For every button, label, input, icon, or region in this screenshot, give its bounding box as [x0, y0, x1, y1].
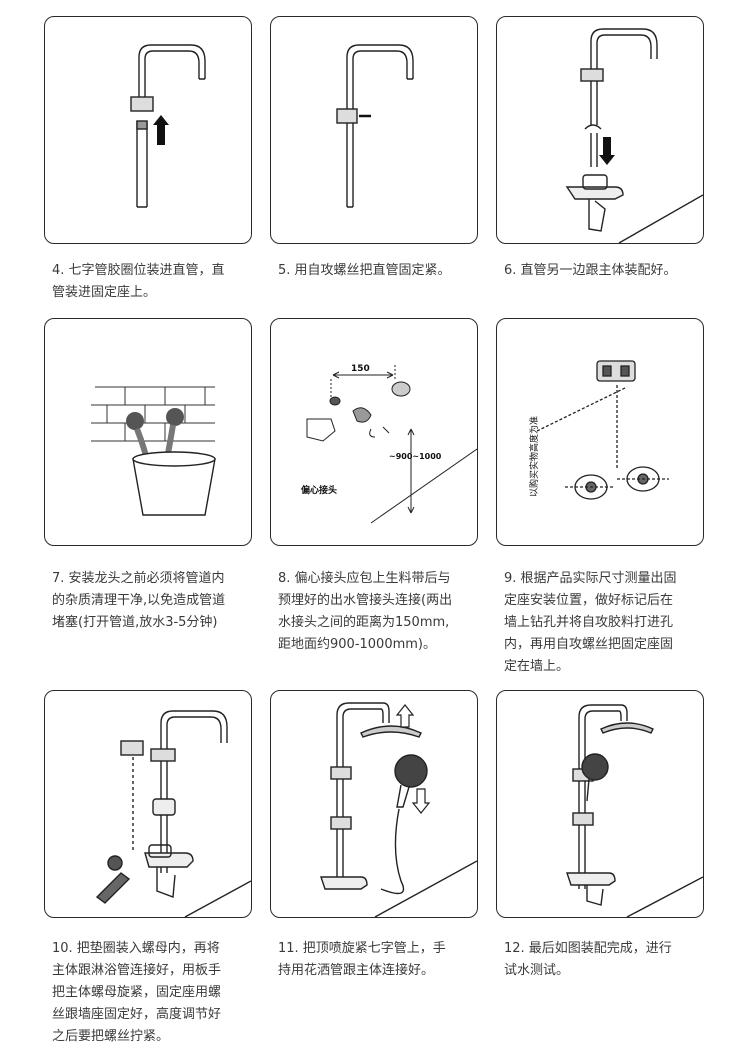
step-12-drawing	[566, 704, 703, 917]
step-11-drawing	[320, 702, 477, 917]
step-7-caption: 7. 安装龙头之前必须将管道内 的杂质清理干净,以免造成管道 堵塞(打开管道,放…	[52, 571, 226, 630]
step-12-illustration	[496, 690, 704, 918]
step-6-drawing	[565, 28, 703, 243]
step-8-drawing: 150 ~900~1000 偏心接头	[301, 364, 477, 524]
step-10-caption: 10. 把垫圈装入螺母内，再将 主体跟淋浴管连接好，用板手 把主体螺母旋紧，固定…	[52, 941, 222, 1044]
step-7-drawing	[91, 386, 216, 516]
step-10-drawing	[95, 710, 251, 917]
dimension-height-label: ~900~1000	[389, 452, 442, 461]
step-5-caption: 5. 用自攻螺丝把直管固定紧。	[278, 263, 451, 278]
step-4-caption: 4. 七字管胶圈位装进直管，直 管装进固定座上。	[52, 263, 225, 300]
step-4-illustration	[44, 16, 252, 244]
step-11-illustration	[270, 690, 478, 918]
step-5-drawing	[336, 44, 414, 208]
step-4-drawing	[130, 44, 206, 208]
step-9-caption: 9. 根据产品实际尺寸测量出固 定座安装位置，做好标记后在 墙上钻孔并将自攻胶料…	[504, 571, 677, 674]
eccentric-joint-label: 偏心接头	[301, 484, 337, 496]
step-10-illustration	[44, 690, 252, 918]
dimension-150-label: 150	[351, 364, 370, 374]
vertical-height-note: 以购买实物高度为准	[528, 416, 540, 497]
step-9-illustration: 以购买实物高度为准	[496, 318, 704, 546]
step-12-caption: 12. 最后如图装配完成，进行 试水测试。	[504, 941, 672, 978]
step-6-illustration	[496, 16, 704, 244]
step-5-illustration	[270, 16, 478, 244]
step-6-caption: 6. 直管另一边跟主体装配好。	[504, 263, 677, 278]
step-8-illustration: 150 ~900~1000 偏心接头	[270, 318, 478, 546]
step-8-caption: 8. 偏心接头应包上生料带后与 预埋好的出水管接头连接(两出 水接头之间的距离为…	[278, 571, 453, 652]
step-11-caption: 11. 把顶喷旋紧七字管上，手 持用花洒管跟主体连接好。	[278, 941, 446, 978]
step-7-illustration	[44, 318, 252, 546]
step-9-drawing: 以购买实物高度为准	[528, 360, 669, 500]
